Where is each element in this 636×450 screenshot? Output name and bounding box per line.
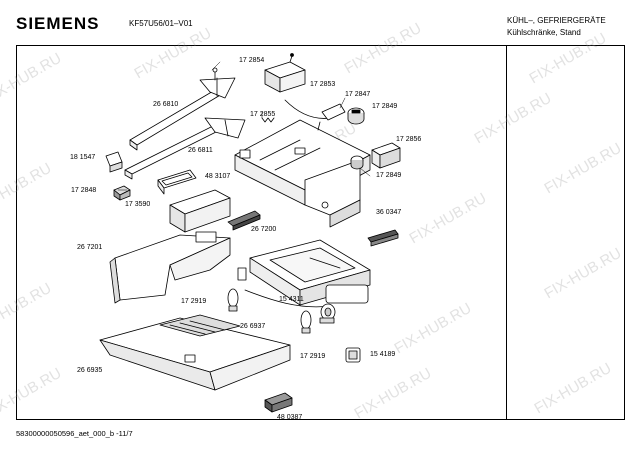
- part-267200-strip: [227, 210, 261, 231]
- part-266811-lever: [124, 117, 246, 180]
- part-label: 18 1547: [70, 154, 96, 161]
- part-172853-thermostat: [264, 53, 306, 93]
- leader-lines: [117, 61, 371, 191]
- part-480387-terminal: [264, 392, 293, 413]
- part-label: 26 7201: [77, 244, 103, 251]
- model-number: KF57U56/01–V01: [129, 19, 193, 28]
- part-label: 17 2853: [310, 81, 336, 88]
- part-154311-lamp-socket: [319, 284, 369, 324]
- part-label: 17 2856: [396, 136, 422, 143]
- part-172849-knob: [347, 107, 365, 125]
- part-266935-tray: [99, 314, 291, 391]
- part-label: 17 2849: [372, 103, 398, 110]
- part-label: 48 3107: [205, 173, 231, 180]
- part-172849-knob-lower: [350, 155, 364, 170]
- diagram-frame: [16, 45, 625, 420]
- part-483107-frame: [157, 169, 197, 195]
- category-subtitle: Kühlschränke, Stand: [507, 28, 581, 37]
- part-strip-right: [367, 229, 399, 247]
- part-label: 26 6811: [188, 147, 213, 154]
- frame-divider: [506, 45, 507, 420]
- part-label: 17 2848: [71, 187, 97, 194]
- part-172855-spring: [261, 117, 275, 123]
- part-label: 15 4189: [370, 351, 396, 358]
- part-154189-connector: [345, 347, 361, 363]
- part-label: 36 0347: [376, 209, 402, 216]
- part-label: 26 6935: [77, 367, 103, 374]
- part-label: 17 2854: [239, 57, 265, 64]
- part-label: 15 4311: [279, 296, 304, 303]
- part-266810-lever: [129, 67, 236, 151]
- part-label: 17 2919: [181, 298, 207, 305]
- part-label: 48 0387: [277, 414, 303, 421]
- part-172919-bulb-left: [227, 288, 239, 312]
- part-181547-clip: [105, 151, 123, 173]
- part-label: 17 2855: [250, 111, 276, 118]
- part-172856-switch: [371, 142, 401, 169]
- part-173590-block: [169, 189, 231, 233]
- brand-logo-text: SIEMENS: [16, 14, 100, 33]
- part-label: 17 2847: [345, 91, 371, 98]
- part-172848-block: [113, 185, 131, 201]
- document-number: 58300000050596_aet_000_b -11/7: [16, 429, 133, 438]
- part-label: 26 6937: [240, 323, 266, 330]
- part-label: 17 2849: [376, 172, 402, 179]
- category-title: KÜHL–, GEFRIERGERÄTE: [507, 16, 606, 25]
- part-label: 26 7200: [251, 226, 277, 233]
- part-label: 17 2919: [300, 353, 326, 360]
- part-172847-sensor: [284, 99, 346, 131]
- part-172919-bulb-right: [300, 310, 312, 334]
- part-label: 17 3590: [125, 201, 151, 208]
- part-267201-cover: [109, 231, 231, 304]
- part-label: 26 6810: [153, 101, 179, 108]
